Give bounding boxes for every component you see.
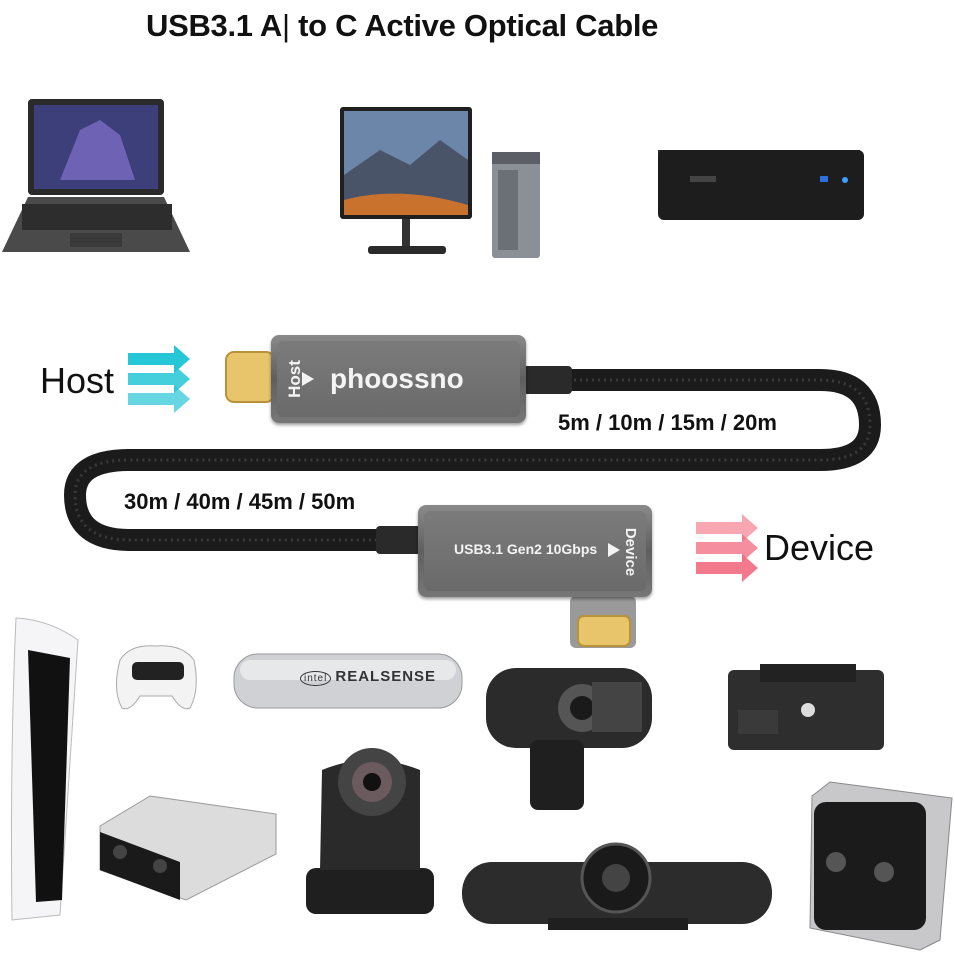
ptz-camera-icon [306, 748, 434, 914]
page-title: USB3.1 A| to C Active Optical Cable [146, 8, 658, 44]
device-label: Device [764, 527, 875, 568]
brand-name: phoossno [330, 363, 464, 394]
title-part-active-optical-cable: Active Optical Cable [357, 8, 659, 43]
laptop-icon [2, 99, 190, 252]
host-arrows-icon [128, 345, 190, 413]
conference-camera-icon [462, 842, 772, 930]
mini-pc-icon [658, 150, 864, 220]
title-part-usb-a: USB3.1 A [146, 8, 282, 43]
stereo-camera-icon [809, 781, 953, 951]
device-plug-label: Device [622, 527, 640, 577]
title-part-to: to [289, 8, 336, 43]
peripheral-devices-illustration [11, 617, 953, 951]
spec-label: USB3.1 Gen2 10Gbps [454, 541, 598, 557]
realsense-label: REALSENSE [335, 668, 437, 685]
title-part-c: C [335, 8, 358, 43]
host-connector [271, 335, 526, 423]
controller-icon [116, 645, 197, 710]
monitor-icon [340, 107, 472, 254]
depth-camera-icon [99, 795, 277, 901]
play-arrow-icon [302, 372, 314, 386]
printer-icon [728, 664, 884, 750]
fiber-cable [63, 351, 882, 648]
title-separator: | [282, 8, 290, 43]
play-arrow-icon [608, 543, 620, 557]
device-arrows-icon [696, 514, 758, 582]
host-devices-illustration [2, 99, 864, 258]
host-label: Host [40, 360, 115, 401]
lengths-short: 5m / 10m / 15m / 20m [558, 410, 777, 435]
intel-logo: intel [300, 671, 332, 686]
game-console-icon [11, 617, 79, 921]
tower-pc-icon [492, 152, 540, 258]
webcam-icon [486, 668, 652, 810]
realsense-camera-icon [233, 653, 463, 709]
lengths-long: 30m / 40m / 45m / 50m [124, 489, 356, 514]
